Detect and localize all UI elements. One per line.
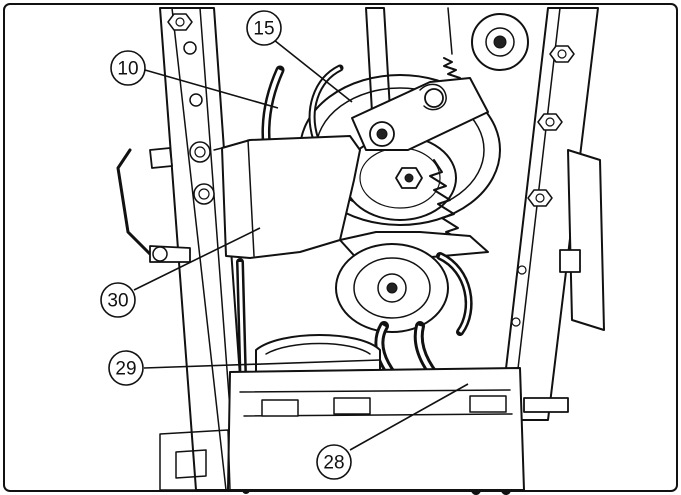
idler-arm [351, 77, 489, 151]
callout-28-label: 28 [323, 453, 344, 474]
callout-15-label: 15 [253, 19, 274, 40]
callout-15: 15 [246, 10, 353, 103]
callout-30-circle [100, 282, 136, 318]
machine-drawing [116, 7, 605, 495]
callout-28-circle [316, 444, 352, 480]
callout-30-label: 30 [107, 291, 128, 312]
callout-28: 28 [316, 383, 469, 480]
callout-29-circle [108, 350, 144, 386]
left-lever [116, 147, 191, 263]
leader-30 [133, 227, 261, 291]
rail-bolts [167, 13, 575, 327]
lower-pulley [335, 243, 449, 333]
callout-10-circle [110, 50, 146, 86]
callout-30: 30 [100, 227, 261, 318]
callouts: 10 15 30 29 28 [100, 10, 469, 480]
leader-10 [144, 69, 279, 109]
tension-spring [429, 7, 475, 251]
gearbox-housing [159, 334, 525, 491]
leader-29 [143, 359, 381, 369]
right-lever [523, 149, 605, 413]
callout-10: 10 [110, 50, 279, 109]
leader-28 [349, 383, 469, 451]
callout-10-label: 10 [117, 59, 138, 80]
callout-29: 29 [108, 350, 381, 386]
callout-15-circle [246, 10, 282, 46]
upper-idler-pulley [471, 13, 529, 71]
leader-15 [273, 39, 353, 103]
callout-29-label: 29 [115, 359, 136, 380]
